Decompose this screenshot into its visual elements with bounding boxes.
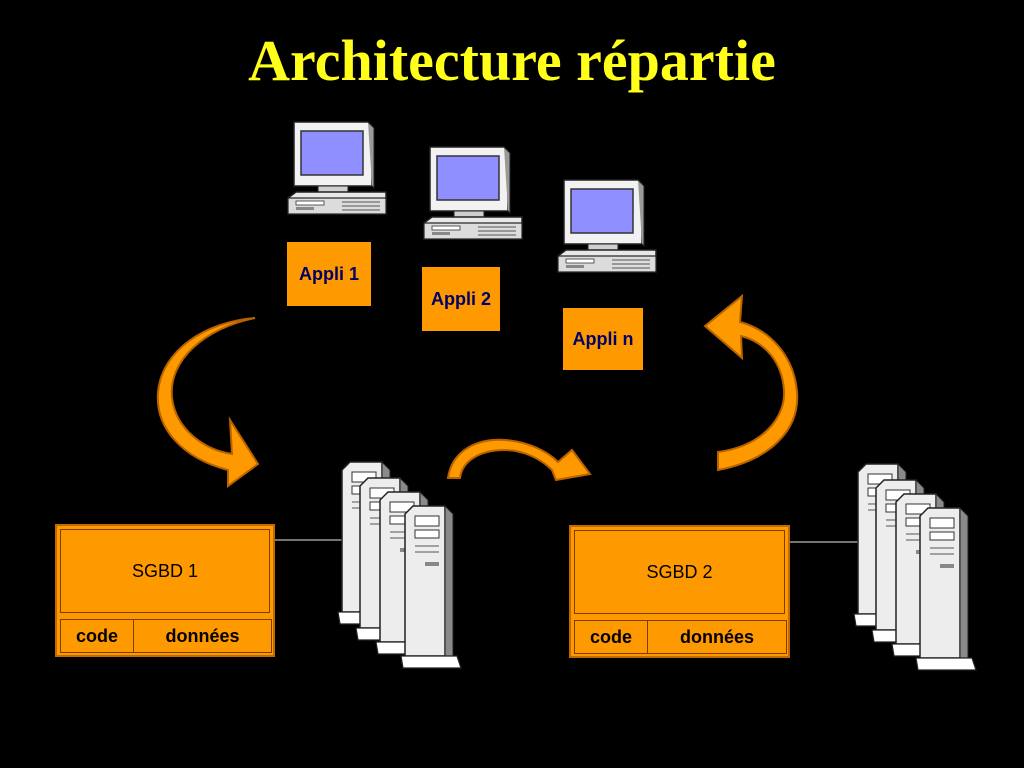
database-box-1: SGBD 1 code données bbox=[55, 524, 275, 657]
app-box-2: Appli 2 bbox=[422, 267, 500, 331]
database-name: SGBD 1 bbox=[60, 529, 270, 613]
database-name: SGBD 2 bbox=[574, 530, 785, 614]
database-data-cell: données bbox=[133, 619, 272, 653]
computer-icon-1 bbox=[287, 121, 387, 215]
database-code-cell: code bbox=[574, 620, 648, 654]
app-box-n: Appli n bbox=[563, 308, 643, 370]
database-data-cell: données bbox=[647, 620, 787, 654]
computer-icon-2 bbox=[423, 146, 523, 240]
database-box-2: SGBD 2 code données bbox=[569, 525, 790, 658]
curved-arrow-icon-right bbox=[703, 293, 799, 472]
database-code-cell: code bbox=[60, 619, 134, 653]
app-box-1: Appli 1 bbox=[287, 242, 371, 306]
curved-arrow-icon-left bbox=[156, 317, 260, 488]
computer-icon-n bbox=[557, 179, 657, 273]
slide-title: Architecture répartie bbox=[248, 28, 776, 93]
curved-arrow-icon-middle bbox=[446, 438, 592, 482]
